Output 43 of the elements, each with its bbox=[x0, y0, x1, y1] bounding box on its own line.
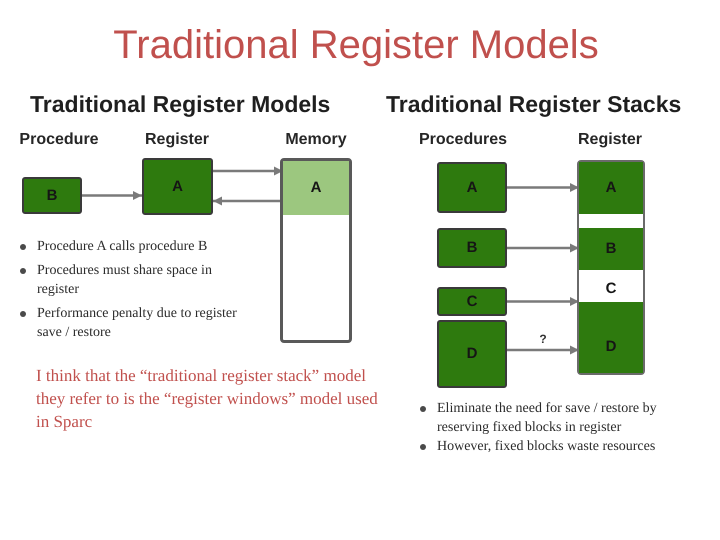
register-stack bbox=[577, 160, 645, 375]
slide-title: Traditional Register Models bbox=[113, 22, 599, 69]
procedure-box bbox=[437, 228, 507, 268]
column-header: Procedures bbox=[418, 130, 508, 150]
column-header: Register bbox=[578, 130, 642, 150]
column-header: Memory bbox=[285, 130, 347, 150]
box-label: A bbox=[606, 179, 616, 197]
box-label: A bbox=[172, 178, 183, 196]
box-label: A bbox=[310, 179, 322, 197]
column-header: Register bbox=[144, 130, 210, 150]
section-heading: Traditional Register Models bbox=[30, 90, 330, 118]
box-label: B bbox=[606, 240, 616, 258]
bullet-text: Procedure A calls procedure B bbox=[37, 238, 208, 256]
box-label: C bbox=[466, 292, 478, 310]
arrow bbox=[507, 297, 579, 306]
box-label: B bbox=[466, 239, 478, 257]
section-heading: Traditional Register Stacks bbox=[386, 90, 682, 118]
edge-label: ? bbox=[537, 332, 549, 346]
memory-slot bbox=[283, 161, 349, 215]
bullet-text: Eliminate the need for save / restore by reserving fixed blocks in register bbox=[437, 400, 658, 437]
procedure-box bbox=[437, 287, 507, 316]
arrow bbox=[82, 191, 142, 200]
register-block bbox=[579, 228, 643, 270]
bullet-text: Procedures must share space in register bbox=[37, 262, 213, 299]
arrow bbox=[507, 346, 579, 354]
procedure-box bbox=[437, 320, 507, 388]
memory-column bbox=[280, 158, 352, 343]
box-label: B bbox=[46, 186, 58, 204]
arrow bbox=[507, 244, 579, 252]
register-block bbox=[579, 162, 643, 214]
bullet-text: Performance penalty due to register save / restore bbox=[37, 305, 238, 342]
register-box bbox=[142, 158, 213, 215]
box-label: C bbox=[606, 280, 616, 298]
column-header: Procedure bbox=[19, 130, 99, 150]
box-label: D bbox=[466, 345, 478, 363]
box-label: A bbox=[466, 178, 478, 196]
box-label: D bbox=[606, 338, 616, 356]
procedure-box bbox=[22, 177, 82, 214]
bullet-text: However, fixed blocks waste resources bbox=[437, 438, 656, 456]
note-text: I think that the “traditional register stack” model they refer to is the “register windows” model used in Sparc bbox=[36, 365, 379, 433]
arrow bbox=[507, 183, 579, 192]
procedure-box bbox=[437, 162, 507, 213]
register-block bbox=[579, 320, 643, 373]
